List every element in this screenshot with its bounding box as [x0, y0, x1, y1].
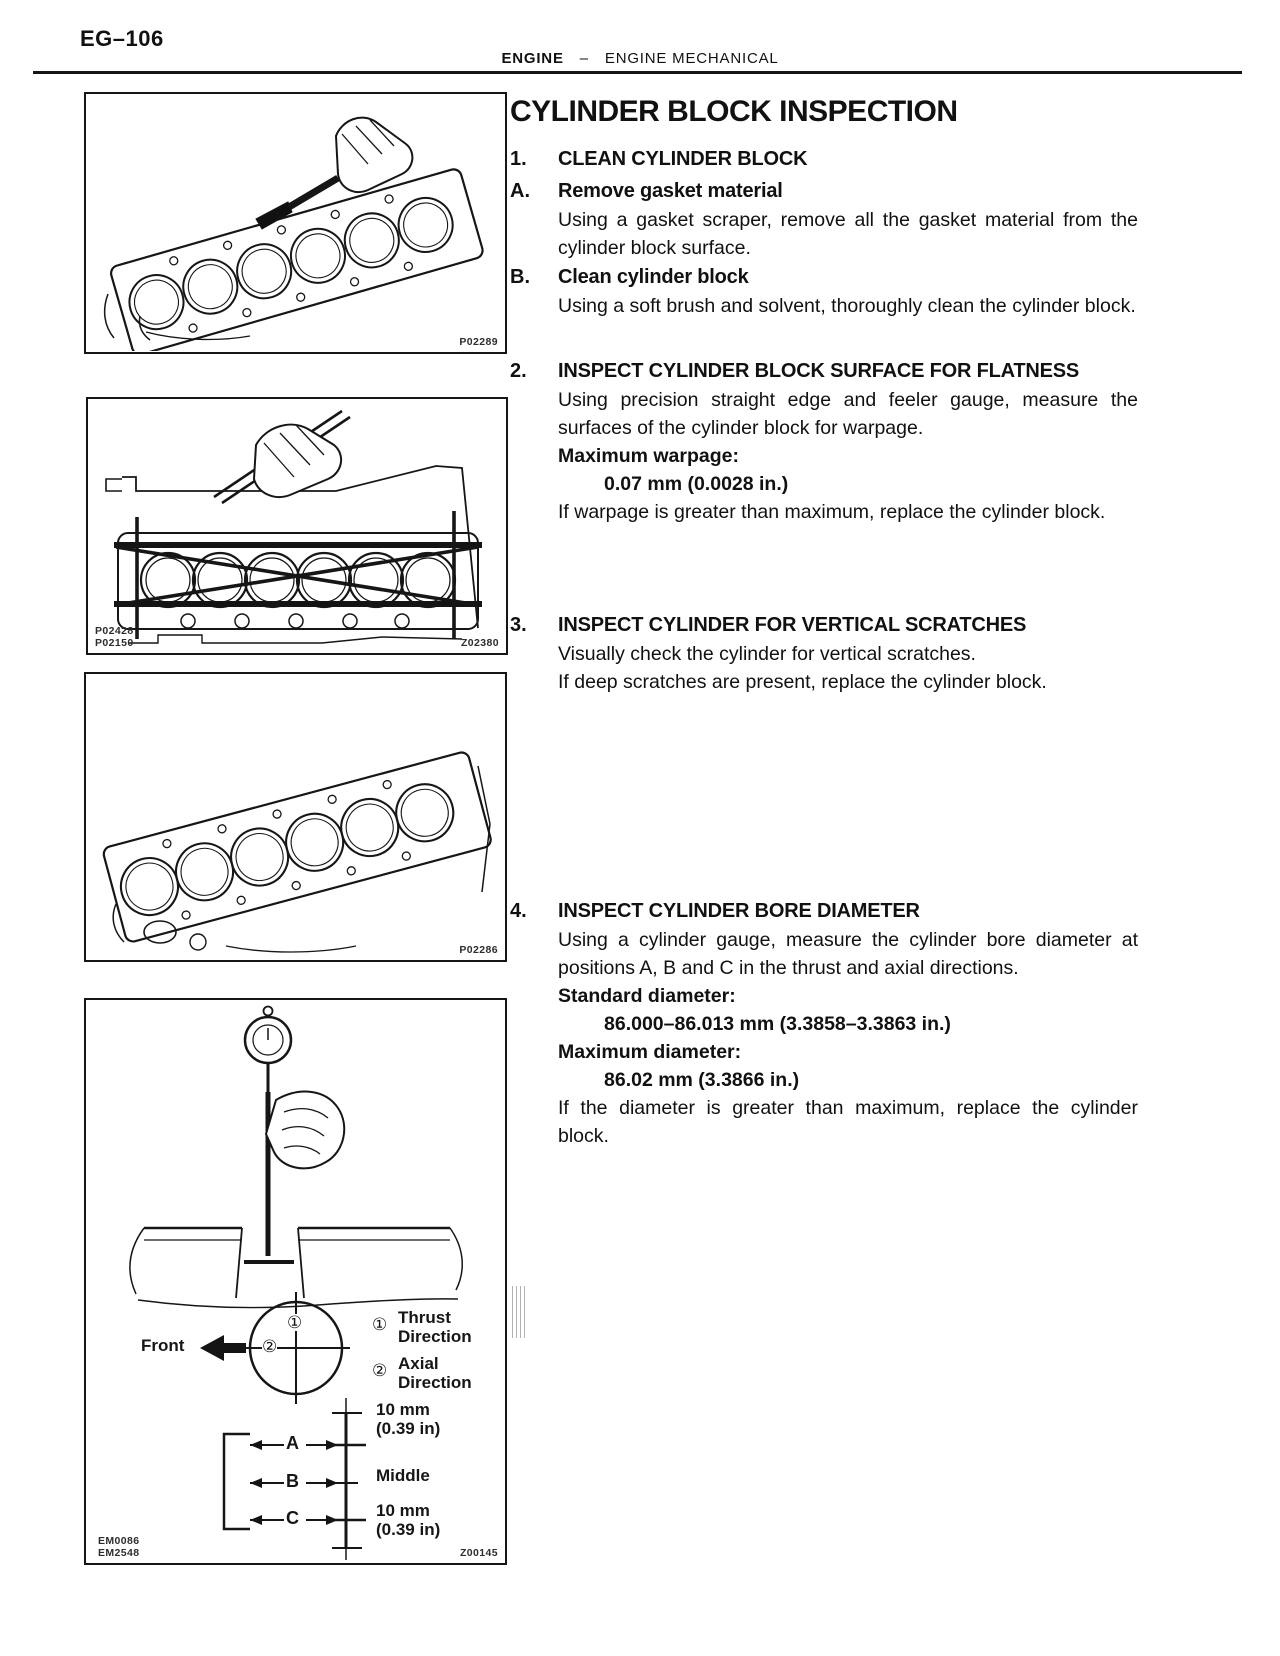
legend-num-2: ② [372, 1361, 388, 1380]
position-b-label: B [284, 1471, 301, 1491]
cylinder-block-drawing [86, 674, 504, 959]
step-body: Using a cylinder gauge, measure the cyli… [558, 929, 1138, 979]
scan-artifact [512, 1286, 528, 1338]
step-2: 2. INSPECT CYLINDER BLOCK SURFACE FOR FL… [510, 356, 1138, 526]
figure-code: P02286 [459, 943, 498, 956]
step-3: 3. INSPECT CYLINDER FOR VERTICAL SCRATCH… [510, 610, 1138, 696]
figure-code: P02428 [95, 625, 134, 637]
figure-clean-block: P02289 [84, 92, 507, 354]
step-content: INSPECT CYLINDER BLOCK SURFACE FOR FLATN… [558, 356, 1138, 526]
figure-code: Z02380 [460, 636, 499, 649]
substep-letter: A. [510, 180, 530, 202]
step-1b: B. Clean cylinder block Using a soft bru… [510, 262, 1138, 320]
legend-num-1: ① [372, 1315, 388, 1334]
substep-letter: B. [510, 266, 530, 288]
position-a-label: A [284, 1433, 301, 1453]
bottom-dimension-label: 10 mm (0.39 in) [376, 1501, 441, 1539]
front-arrow-icon [200, 1335, 246, 1361]
step-content: INSPECT CYLINDER BORE DIAMETER Using a c… [558, 896, 1138, 1150]
step-1: 1. CLEAN CYLINDER BLOCK [510, 144, 1138, 174]
figure-code: P02150 [95, 636, 134, 649]
procedure-text-column: CYLINDER BLOCK INSPECTION 1. CLEAN CYLIN… [510, 95, 1138, 1150]
breadcrumb: ENGINE – ENGINE MECHANICAL [0, 50, 1280, 67]
figure-code: EM2548 [98, 1546, 140, 1559]
header-divider [33, 71, 1242, 74]
step-4: 4. INSPECT CYLINDER BORE DIAMETER Using … [510, 896, 1138, 1150]
substep-heading: Remove gasket material [558, 180, 783, 202]
spec-label: Standard diameter: [558, 985, 736, 1007]
cylinder-gauge-drawing [86, 1000, 504, 1562]
figure-flatness-check: P02428 P02150 Z02380 [86, 397, 508, 655]
breadcrumb-subsection: ENGINE MECHANICAL [604, 50, 779, 67]
spec-value: 86.000–86.013 mm (3.3858–3.3863 in.) [604, 1013, 951, 1035]
front-label: Front [141, 1336, 185, 1355]
gasket-scraping-drawing [86, 94, 504, 351]
step-heading: INSPECT CYLINDER BORE DIAMETER [558, 900, 920, 922]
figure-bore-diameter: Front ① ② ① Thrust Direction ② Axial Dir… [84, 998, 507, 1565]
straight-edge-drawing [88, 399, 482, 652]
figure-code: Z00145 [459, 1546, 498, 1559]
step-body: If deep scratches are present, replace t… [558, 671, 1047, 693]
thrust-direction-marker: ① [287, 1313, 303, 1332]
step-heading: INSPECT CYLINDER FOR VERTICAL SCRATCHES [558, 614, 1027, 636]
substep-heading: Clean cylinder block [558, 266, 749, 288]
step-heading: CLEAN CYLINDER BLOCK [558, 148, 808, 170]
step-number: 2. [510, 360, 527, 382]
breadcrumb-separator: – [579, 50, 589, 67]
step-body: If the diameter is greater than maximum,… [558, 1097, 1138, 1147]
middle-label: Middle [376, 1466, 430, 1485]
spec-value: 0.07 mm (0.0028 in.) [604, 473, 789, 495]
position-c-label: C [284, 1508, 301, 1528]
substep-body: Using a soft brush and solvent, thorough… [558, 295, 1136, 317]
spec-label: Maximum warpage: [558, 445, 739, 467]
breadcrumb-section: ENGINE [501, 50, 564, 67]
step-number: 3. [510, 614, 527, 636]
step-body: Visually check the cylinder for vertical… [558, 643, 976, 665]
axial-direction-label: Axial Direction [398, 1354, 472, 1392]
step-1a: A. Remove gasket material Using a gasket… [510, 176, 1138, 262]
step-heading: INSPECT CYLINDER BLOCK SURFACE FOR FLATN… [558, 360, 1080, 382]
spec-value: 86.02 mm (3.3866 in.) [604, 1069, 800, 1091]
figure-code: P02289 [459, 335, 498, 348]
axial-direction-marker: ② [262, 1337, 278, 1356]
thrust-direction-label: Thrust Direction [398, 1308, 472, 1346]
step-number: 1. [510, 148, 527, 170]
figure-code: EM0086 [98, 1535, 140, 1547]
step-body: Using precision straight edge and feeler… [558, 389, 1138, 439]
substep-content: Clean cylinder block Using a soft brush … [558, 262, 1138, 320]
page-number: EG–106 [80, 26, 164, 51]
spec-label: Maximum diameter: [558, 1041, 742, 1063]
step-body: If warpage is greater than maximum, repl… [558, 501, 1106, 523]
step-number: 4. [510, 900, 527, 922]
figure-scratch-inspection: P02286 [84, 672, 507, 962]
step-content: INSPECT CYLINDER FOR VERTICAL SCRATCHES … [558, 610, 1138, 696]
page-title: CYLINDER BLOCK INSPECTION [510, 95, 958, 128]
substep-content: Remove gasket material Using a gasket sc… [558, 176, 1138, 262]
figure-codes-left: P02428 P02150 [95, 625, 134, 649]
substep-body: Using a gasket scraper, remove all the g… [558, 209, 1138, 259]
top-dimension-label: 10 mm (0.39 in) [376, 1400, 441, 1438]
figure-codes-left: EM0086 EM2548 [98, 1535, 140, 1559]
